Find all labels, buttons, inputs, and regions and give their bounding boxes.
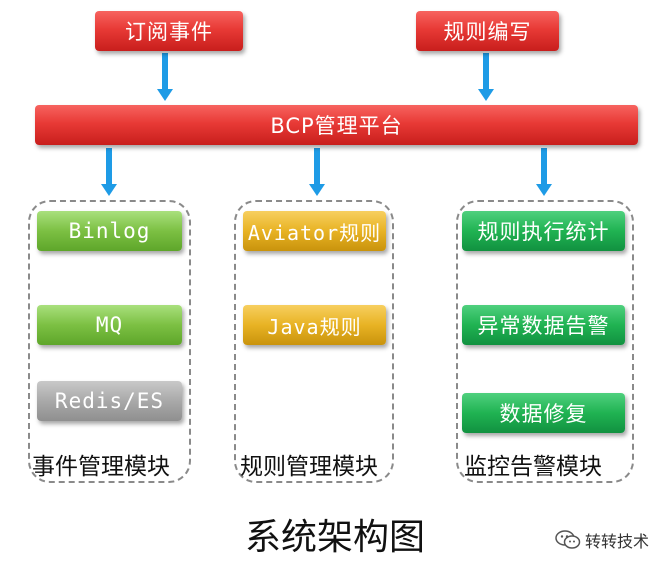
data-repair-box: 数据修复 [462,393,625,433]
data-repair-label: 数据修复 [499,402,588,426]
aviator-rule-box: Aviator规则 [243,211,386,251]
rule-execution-stats-label: 规则执行统计 [477,220,610,244]
rule-writing-box: 规则编写 [416,11,559,51]
binlog-box: Binlog [37,211,182,251]
mq-box: MQ [37,305,182,345]
event-management-module [28,200,191,483]
bcp-platform-label: BCP管理平台 [270,114,403,138]
java-rule-label: Java规则 [267,314,362,339]
arrow-rules-to-platform [478,53,494,101]
bcp-platform-bar: BCP管理平台 [35,105,638,145]
watermark: 转转技术 [555,528,649,552]
arrow-platform-to-monitor [536,148,552,196]
arrow-subscribe-to-platform [157,53,173,101]
arrow-platform-to-events [101,148,117,196]
rule-management-module-label: 规则管理模块 [240,454,378,480]
monitoring-alert-module-label: 监控告警模块 [464,454,602,480]
rule-execution-stats-box: 规则执行统计 [462,211,625,251]
aviator-rule-label: Aviator规则 [247,220,382,245]
subscribe-events-box: 订阅事件 [95,11,243,51]
abnormal-data-alert-label: 异常数据告警 [477,314,610,338]
watermark-text: 转转技术 [585,532,650,551]
event-management-module-label: 事件管理模块 [32,454,170,480]
redis-es-box: Redis/ES [37,381,182,421]
subscribe-events-label: 订阅事件 [125,20,213,44]
arrow-platform-to-rules [309,148,325,196]
diagram-caption: 系统架构图 [244,517,425,558]
wechat-icon [555,530,581,549]
binlog-label: Binlog [68,219,151,243]
monitoring-alert-module [456,200,634,483]
rule-management-module [234,200,394,483]
redis-es-label: Redis/ES [54,389,165,413]
abnormal-data-alert-box: 异常数据告警 [462,305,625,345]
java-rule-box: Java规则 [243,305,386,345]
rule-writing-label: 规则编写 [443,20,532,44]
mq-label: MQ [95,313,124,337]
